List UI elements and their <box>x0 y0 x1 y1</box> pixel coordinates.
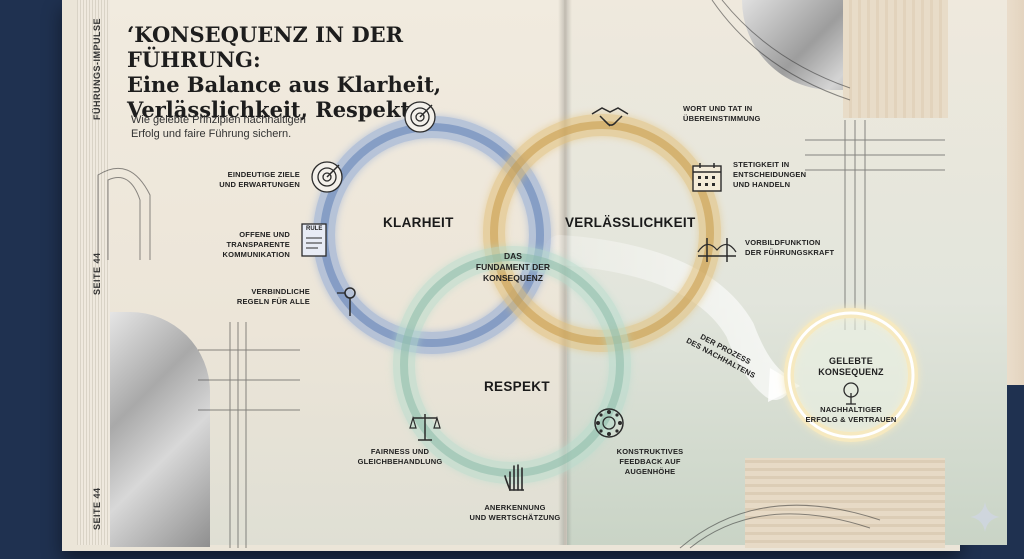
feedback-circle-icon <box>594 408 624 438</box>
label-line: UND ERWARTUNGEN <box>219 180 300 189</box>
label-line: OFFENE UND <box>239 230 290 239</box>
article-subtitle: Wie gelebte Prinzipien nachhaltigen Erfo… <box>131 113 351 141</box>
rule-document-icon: RULE <box>300 222 330 260</box>
label-offene-kommunikation: OFFENE UND TRANSPARENTE KOMMUNIKATION <box>210 230 290 260</box>
label-line: TRANSPARENTE <box>226 240 290 249</box>
bridge-icon <box>697 238 737 262</box>
label-feedback: KONSTRUKTIVES FEEDBACK AUF AUGENHÖHE <box>605 447 695 477</box>
outcome-title: GELEBTE KONSEQUENZ <box>801 356 901 378</box>
ring-label-respekt: RESPEKT <box>484 379 550 394</box>
calendar-icon <box>692 163 722 192</box>
label-wort-und-tat: WORT UND TAT IN ÜBEREINSTIMMUNG <box>683 104 761 124</box>
label-verbindliche-regeln: VERBINDLICHE REGELN FÜR ALLE <box>230 287 310 307</box>
side-page-number-top: SEITE 44 <box>92 252 102 295</box>
center-label-line-1: DAS <box>504 251 522 261</box>
label-line: AUGENHÖHE <box>624 467 676 476</box>
title-line-2: Eine Balance aus Klarheit, <box>127 72 442 97</box>
label-line: STETIGKEIT IN <box>733 160 790 169</box>
label-line: REGELN FÜR ALLE <box>236 297 310 306</box>
label-fairness: FAIRNESS UND GLEICHBEHANDLUNG <box>350 447 450 467</box>
outcome-subtitle-line-1: NACHHALTIGER <box>820 405 882 414</box>
center-label-line-2: FUNDAMENT DER <box>475 262 551 272</box>
scale-icon <box>409 414 441 441</box>
sparkle-icon <box>970 502 1000 532</box>
decor-wood-panel-bottom <box>745 458 945 548</box>
label-eindeutige-ziele: EINDEUTIGE ZIELE UND ERWARTUNGEN <box>210 170 300 190</box>
outcome-subtitle: NACHHALTIGER ERFOLG & VERTRAUEN <box>796 405 906 425</box>
label-line: ANERKENNUNG <box>484 503 546 512</box>
title-line-1: ‘KONSEQUENZ IN DER FÜHRUNG: <box>127 22 404 72</box>
label-line: FEEDBACK AUF <box>619 457 681 466</box>
center-label-line-3: KONSEQUENZ <box>483 273 543 283</box>
target-icon <box>311 161 343 193</box>
outcome-subtitle-line-2: ERFOLG & VERTRAUEN <box>805 415 897 424</box>
decor-metal-shape-left <box>110 312 210 547</box>
subtitle-line-2: Erfolg und faire Führung sichern. <box>131 128 292 140</box>
label-line: FAIRNESS UND <box>370 447 430 456</box>
label-line: KONSTRUKTIVES <box>616 447 684 456</box>
outcome-title-line-1: GELEBTE <box>829 356 873 366</box>
label-line: EINDEUTIGE ZIELE <box>227 170 300 179</box>
label-line: DER FÜHRUNGSKRAFT <box>745 248 835 257</box>
center-label: DAS FUNDAMENT DER KONSEQUENZ <box>468 251 558 284</box>
label-line: VERBINDLICHE <box>251 287 310 296</box>
ring-label-klarheit: KLARHEIT <box>383 215 454 230</box>
ring-label-verlaesslichkeit: VERLÄSSLICHKEIT <box>565 215 696 230</box>
label-anerkennung: ANERKENNUNG UND WERTSCHÄTZUNG <box>460 503 570 523</box>
article-title: ‘KONSEQUENZ IN DER FÜHRUNG: Eine Balance… <box>127 22 497 122</box>
subtitle-line-1: Wie gelebte Prinzipien nachhaltigen <box>131 114 306 126</box>
label-line: ÜBEREINSTIMMUNG <box>683 114 761 123</box>
title-line-3: Verlässlichkeit, Respekt <box>127 97 411 122</box>
side-section-label: FÜHRUNGS-IMPULSE <box>92 18 102 120</box>
page-edges <box>77 0 110 545</box>
tree-icon <box>843 382 859 405</box>
rule-icon-text: RULE <box>306 226 323 232</box>
handshake-icon <box>591 107 629 127</box>
decor-wood-panel-right <box>843 0 948 118</box>
label-line: KOMMUNIKATION <box>222 250 290 259</box>
label-line: UND WERTSCHÄTZUNG <box>469 513 561 522</box>
hand-icon <box>504 464 524 491</box>
outcome-title-line-2: KONSEQUENZ <box>818 367 884 377</box>
label-vorbildfunktion: VORBILDFUNKTION DER FÜHRUNGSKRAFT <box>745 238 834 258</box>
pin-icon <box>337 287 356 316</box>
label-stetigkeit: STETIGKEIT IN ENTSCHEIDUNGEN UND HANDELN <box>733 160 806 190</box>
label-line: UND HANDELN <box>733 180 791 189</box>
label-line: GLEICHBEHANDLUNG <box>357 457 443 466</box>
label-line: ENTSCHEIDUNGEN <box>733 170 807 179</box>
decor-lines <box>97 0 945 549</box>
label-line: VORBILDFUNKTION <box>745 238 821 247</box>
target-icon <box>404 101 436 133</box>
label-line: WORT UND TAT IN <box>683 104 753 113</box>
side-page-number-bottom: SEITE 44 <box>92 487 102 530</box>
